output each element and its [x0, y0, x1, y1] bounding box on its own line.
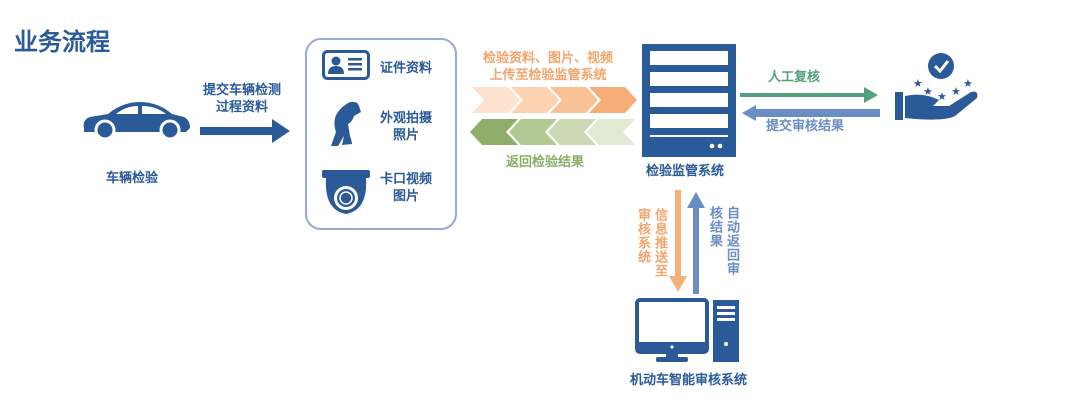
materials-box — [305, 38, 457, 230]
arrow-up-blue — [687, 192, 705, 294]
submit-text: 提交车辆检测 过程资料 — [198, 82, 286, 116]
svg-text:★: ★ — [923, 85, 933, 98]
id-docs-label: 证件资料 — [380, 61, 433, 76]
review-arrows — [740, 87, 880, 121]
chevron-arrows — [470, 87, 637, 145]
auto-return-text: 自动返回审核结果 — [707, 206, 739, 276]
server-label: 检验监管系统 — [646, 164, 725, 179]
svg-text:★: ★ — [937, 90, 947, 103]
submit-text-line2: 过程资料 — [215, 100, 268, 115]
submit-text-line1: 提交车辆检测 — [202, 83, 281, 98]
svg-text:★: ★ — [913, 77, 923, 90]
photo-label-line2: 照片 — [393, 128, 420, 143]
car-icon — [83, 102, 190, 141]
arrow-left-blue — [742, 105, 880, 121]
submit-review-text: 提交审核结果 — [766, 119, 845, 134]
camera-icon — [322, 170, 370, 214]
svg-text:★: ★ — [963, 77, 973, 90]
svg-text:★: ★ — [951, 85, 961, 98]
hand-stars-icon: ★★★★★ — [895, 53, 978, 120]
photo-label-line1: 外观拍摄 — [380, 111, 433, 126]
manual-review-text: 人工复核 — [768, 70, 821, 85]
id-card-icon — [322, 50, 370, 80]
video-label: 卡口视频 图片 — [380, 171, 432, 205]
push-info-text: 信息推送至审核系统 — [635, 208, 667, 278]
page-title: 业务流程 — [14, 28, 110, 56]
arrow-right-icon — [200, 119, 290, 143]
return-result-text: 返回检验结果 — [506, 155, 585, 170]
arrow-right-green — [740, 87, 878, 103]
photo-label: 外观拍摄 照片 — [380, 110, 432, 144]
computer-label: 机动车智能审核系统 — [630, 373, 748, 388]
computer-icon — [635, 298, 739, 362]
video-label-line1: 卡口视频 — [380, 172, 433, 187]
upload-chevrons — [472, 87, 637, 113]
photographer-icon — [331, 101, 361, 146]
vehicle-label: 车辆检验 — [106, 171, 159, 186]
video-label-line2: 图片 — [393, 189, 420, 204]
vertical-arrows — [669, 190, 705, 294]
return-chevrons — [470, 119, 635, 145]
upload-text: 检验资料、图片、视频 上传至检验监管系统 — [478, 50, 618, 84]
upload-text-line2: 上传至检验监管系统 — [489, 68, 607, 83]
upload-text-line1: 检验资料、图片、视频 — [482, 51, 613, 66]
server-icon — [642, 44, 736, 157]
arrow-down-orange — [669, 190, 687, 292]
